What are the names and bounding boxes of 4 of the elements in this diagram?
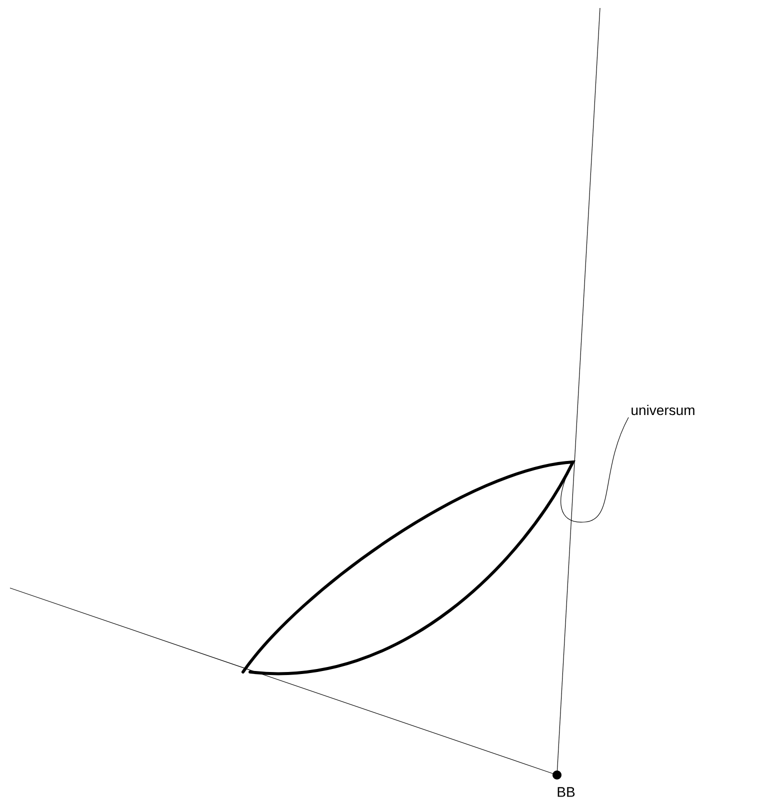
leader-line xyxy=(560,417,629,522)
universe-lens xyxy=(242,460,574,676)
label-text: universum xyxy=(632,404,694,416)
point-label: BB xyxy=(558,787,575,797)
